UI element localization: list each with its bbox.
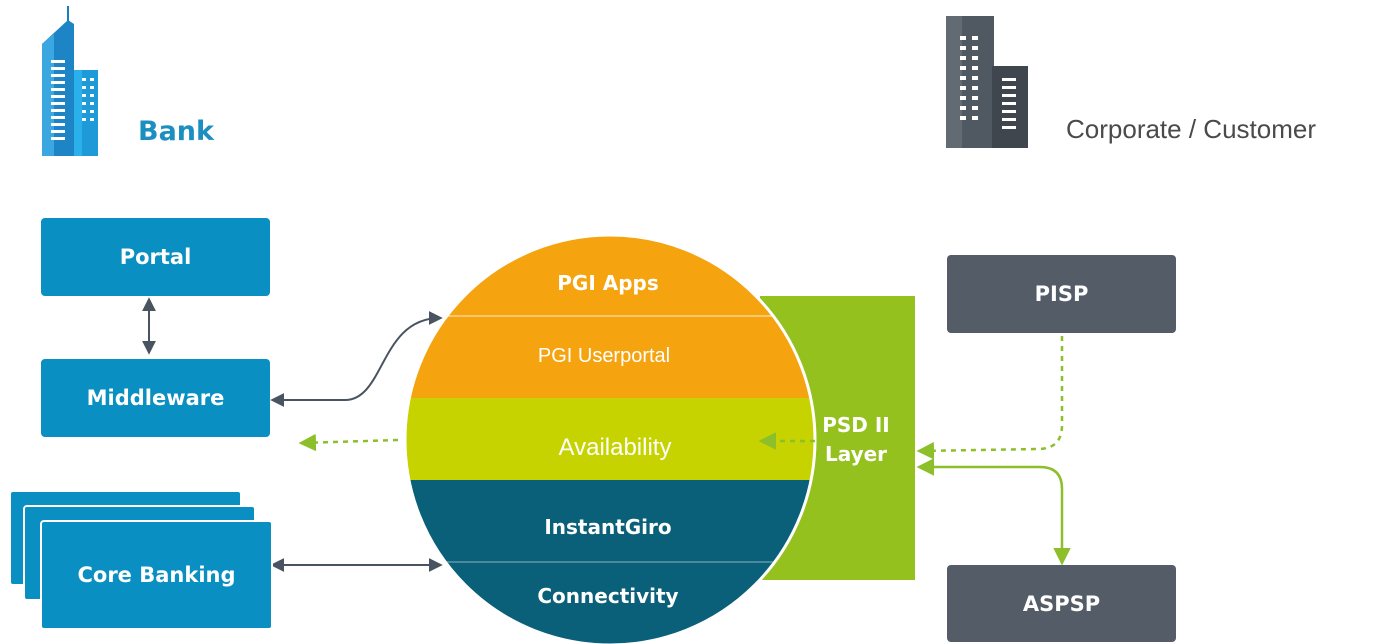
middleware-label: Middleware — [86, 386, 225, 410]
bank-heading: Bank — [138, 116, 214, 147]
aspsp-label: ASPSP — [1022, 591, 1101, 616]
core-banking-label: Core Banking — [77, 563, 236, 587]
psd-layer-label-line1: PSD II — [822, 413, 890, 437]
portal-box[interactable]: Portal — [41, 218, 270, 296]
label-connectivity: Connectivity — [537, 584, 678, 608]
corporate-building-icon — [946, 16, 1028, 148]
label-pgi-userportal: PGI Userportal — [538, 345, 670, 367]
pgi-circle — [405, 235, 815, 644]
pisp-box[interactable]: PISP — [947, 255, 1176, 333]
pisp-psd-arrow — [916, 336, 1064, 460]
segment-pgi-userportal — [405, 316, 815, 398]
segment-availability — [405, 398, 815, 480]
label-instantgiro: InstantGiro — [544, 515, 671, 539]
core-banking-box[interactable]: Core Banking — [40, 520, 273, 630]
corporate-heading: Corporate / Customer — [1066, 114, 1316, 144]
bank-building-icon — [42, 6, 98, 156]
label-pgi-apps: PGI Apps — [557, 271, 659, 295]
middleware-box[interactable]: Middleware — [41, 359, 270, 437]
psd-layer-label-line2: Layer — [825, 442, 887, 466]
segment-instantgiro — [405, 480, 815, 562]
label-availability: Availability — [559, 434, 672, 461]
portal-label: Portal — [119, 245, 192, 269]
psd-aspsp-arrow — [916, 458, 1071, 566]
middleware-pgi-arrow — [270, 311, 443, 407]
pisp-label: PISP — [1034, 282, 1089, 306]
availability-out-arrow — [298, 433, 399, 452]
aspsp-box[interactable]: ASPSP — [947, 565, 1176, 642]
